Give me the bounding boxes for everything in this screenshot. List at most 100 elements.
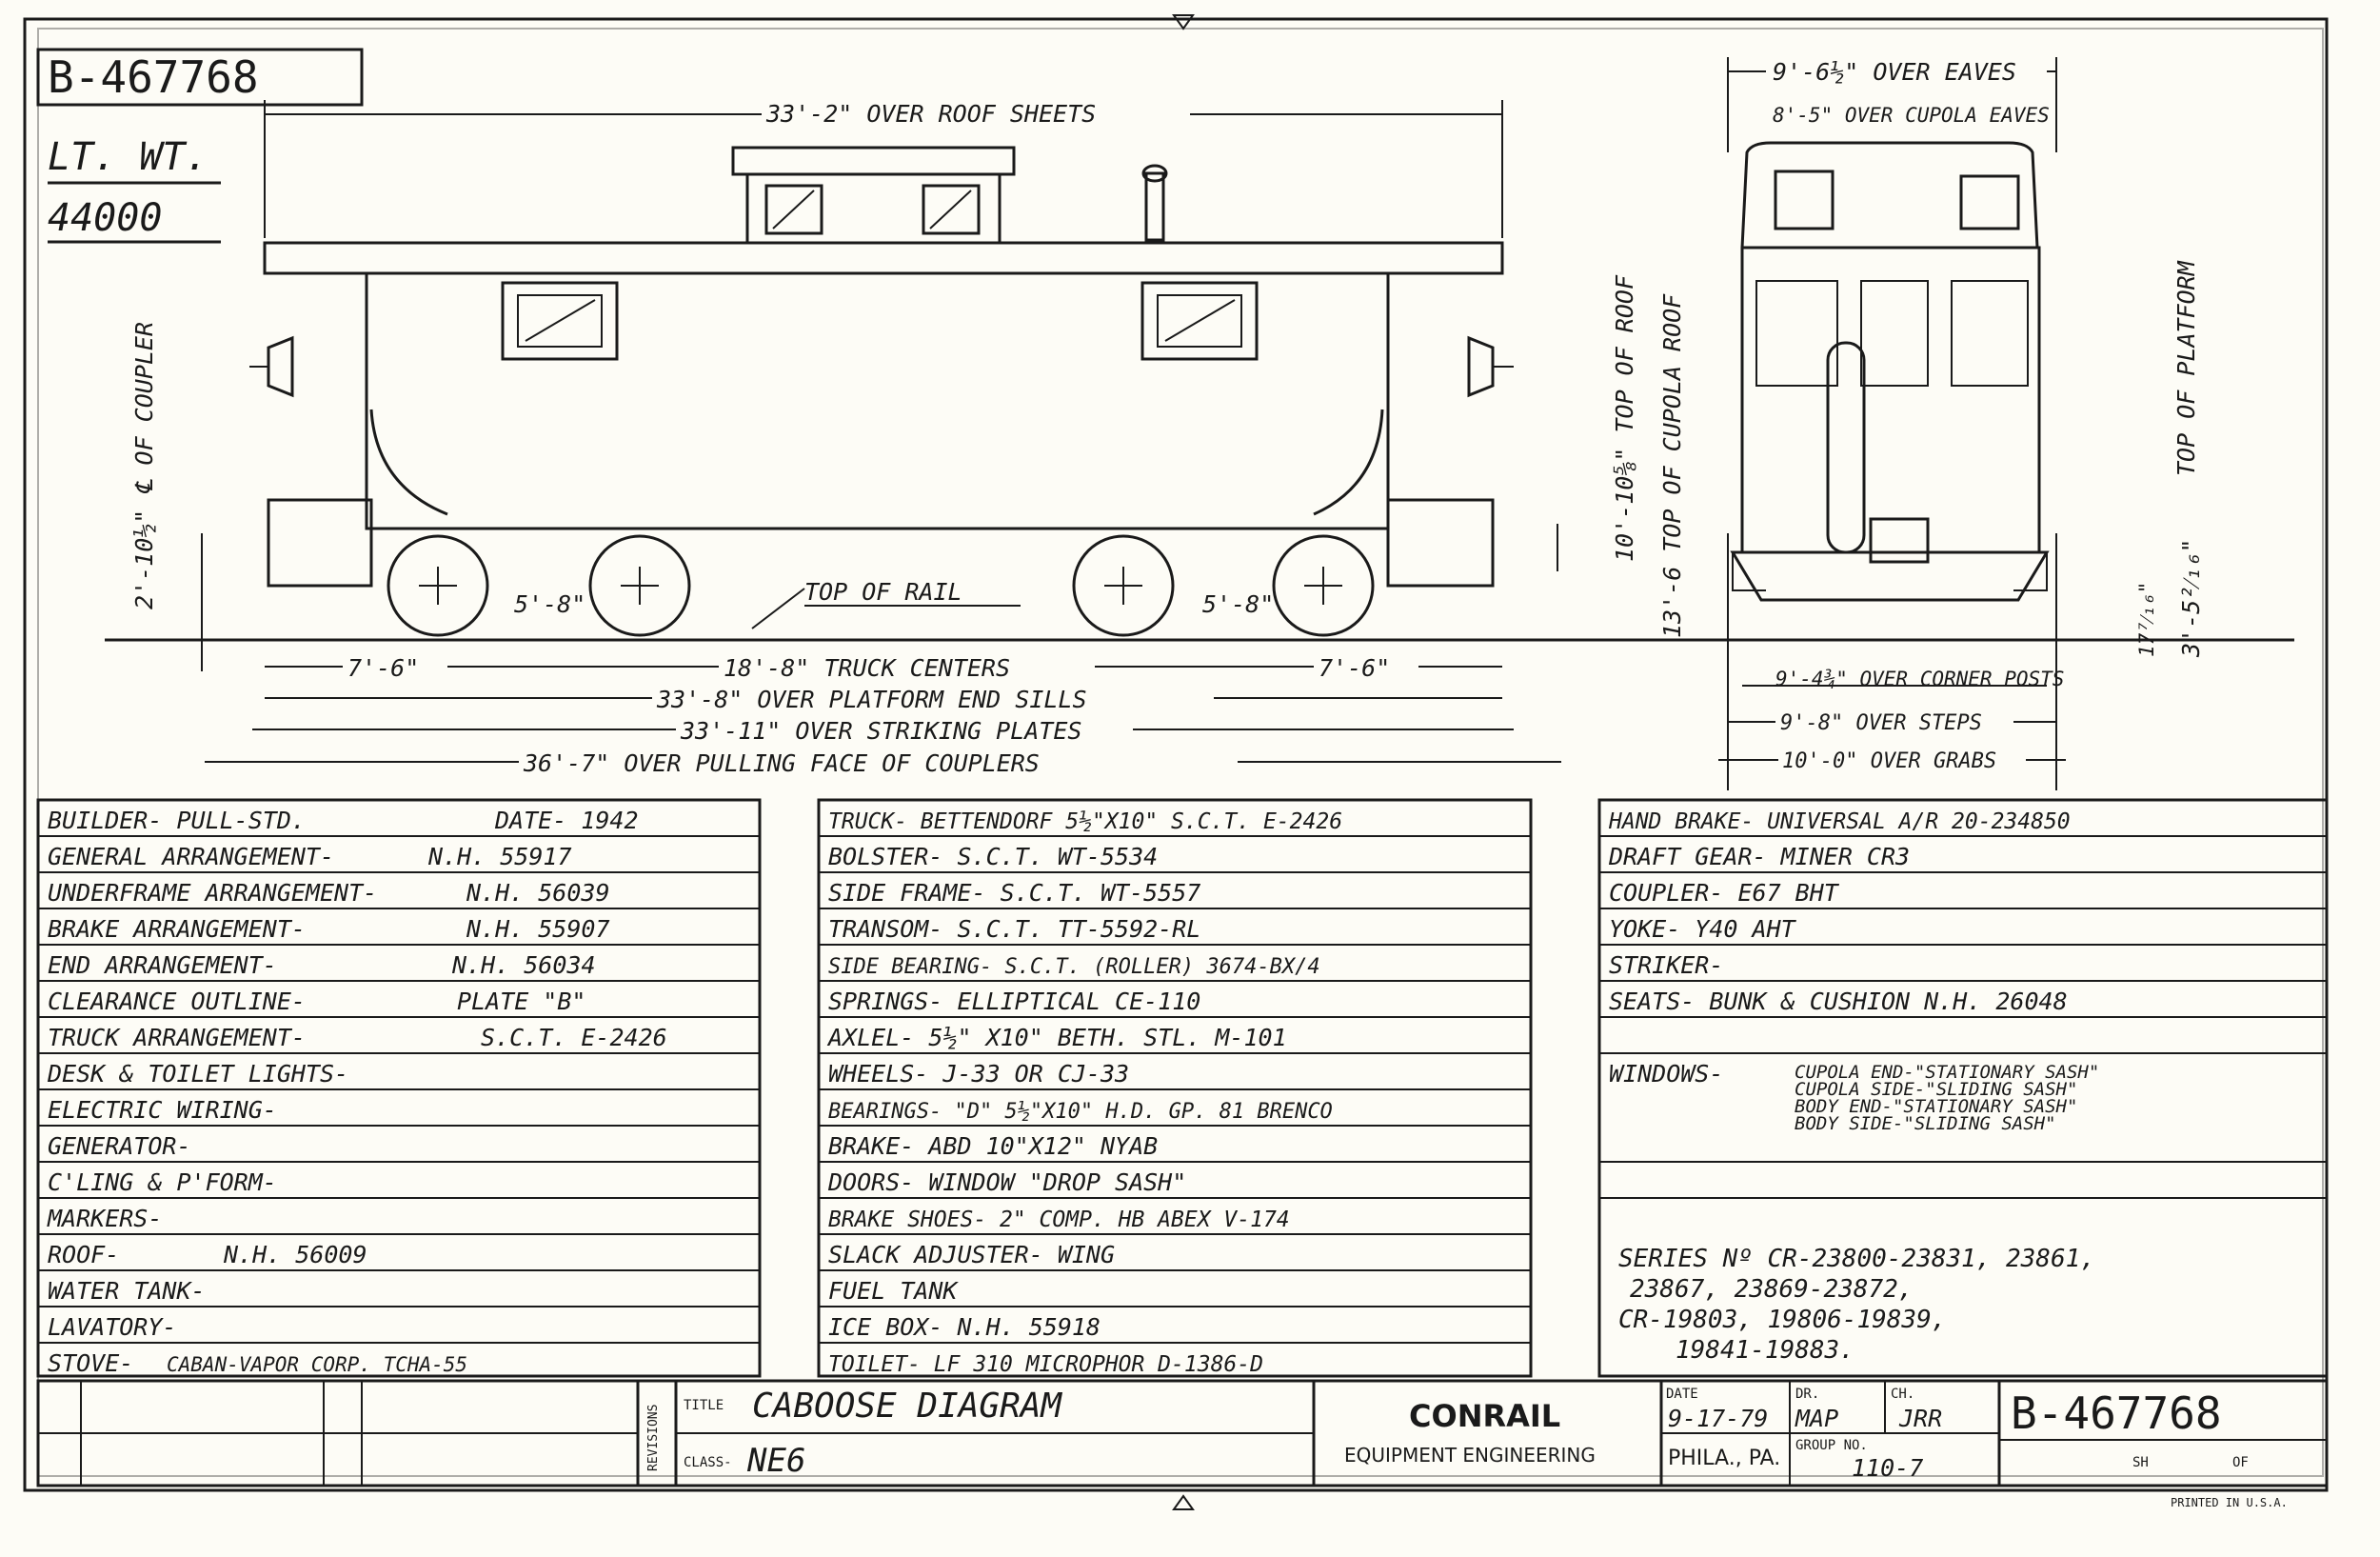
ch-value: JRR — [1898, 1405, 1942, 1432]
spec3-series-line-3: 19841-19883. — [1676, 1336, 1854, 1365]
revisions-label: REVISIONS — [646, 1405, 661, 1471]
cupola-window-left — [764, 184, 823, 235]
wheel-3 — [1072, 534, 1175, 637]
end-cupola-window-left — [1774, 170, 1835, 230]
spec1-value-4: N.H. 56034 — [451, 951, 596, 979]
spec-table-2-rules — [819, 835, 1531, 1344]
spec1-label-9: GENERATOR- — [48, 1132, 191, 1160]
dim-over-roof-sheets: 33'-2" OVER ROOF SHEETS — [765, 100, 1096, 128]
ch-label: CH. — [1891, 1387, 1914, 1402]
dr-value: MAP — [1795, 1405, 1838, 1432]
label-top-of-rail: TOP OF RAIL — [804, 578, 962, 606]
lt-wt-value: 44000 — [48, 196, 162, 240]
dim-over-grabs: 10'-0" OVER GRABS — [1782, 749, 1996, 773]
spec3-series-line-1: 23867, 23869-23872, — [1630, 1275, 1913, 1304]
end-roof — [1740, 141, 2039, 250]
end-cupola-window-right — [1959, 174, 2020, 230]
dim-over-eaves: 9'-6½" OVER EAVES — [1773, 58, 2016, 86]
spec1-label-8: ELECTRIC WIRING- — [48, 1096, 277, 1124]
spec3-row-5: SEATS- BUNK & CUSHION N.H. 26048 — [1609, 988, 2068, 1015]
date-label: DATE — [1666, 1387, 1698, 1402]
body-window-right — [1140, 281, 1259, 361]
spec1-value-2: N.H. 56039 — [466, 879, 610, 907]
spec-table-1-text: BUILDER- PULL-STD. DATE- 1942 GENERAL AR… — [47, 807, 667, 1377]
title-label: TITLE — [684, 1398, 724, 1413]
end-body — [1740, 246, 2041, 554]
drawing-number-box — [36, 48, 364, 107]
end-platform — [1730, 550, 2050, 602]
spec2-row-2: SIDE FRAME- S.C.T. WT-5557 — [828, 879, 1200, 907]
coupler-right — [1467, 335, 1495, 398]
spec2-row-10: DOORS- WINDOW "DROP SASH" — [827, 1168, 1186, 1196]
spec1-label-1: GENERAL ARRANGEMENT- — [48, 843, 334, 870]
spec3-row-0: HAND BRAKE- UNIVERSAL A/R 20-234850 — [1608, 809, 2071, 834]
wheel-2 — [588, 534, 691, 637]
spec1-label-6: TRUCK ARRANGEMENT- — [48, 1024, 306, 1051]
spec2-row-5: SPRINGS- ELLIPTICAL CE-110 — [828, 988, 1200, 1015]
drawing-number-top: B-467768 — [48, 51, 259, 103]
spec1-value-12: N.H. 56009 — [223, 1241, 367, 1268]
dim-over-steps: 9'-8" OVER STEPS — [1780, 711, 1982, 735]
spec1-label-13: WATER TANK- — [48, 1277, 206, 1305]
dim-platform-height: 3'-5²⁄₁₆" — [2177, 538, 2205, 658]
sheet-label: SH — [2132, 1455, 2149, 1470]
cupola-roof — [731, 146, 1016, 176]
center-mark-top — [1172, 14, 1195, 30]
spec2-row-0: TRUCK- BETTENDORF 5½"X10" S.C.T. E-2426 — [828, 809, 1342, 834]
printed-in-usa: PRINTED IN U.S.A. — [2171, 1496, 2288, 1509]
dim-over-corner-posts: 9'-4¾" OVER CORNER POSTS — [1775, 668, 2064, 690]
spec1-label-14: LAVATORY- — [48, 1313, 176, 1341]
spec1-label-2: UNDERFRAME ARRANGEMENT- — [48, 879, 377, 907]
dim-top-of-cupola-roof: 13'-6 TOP OF CUPOLA ROOF — [1658, 293, 1686, 638]
spec1-label-5: CLEARANCE OUTLINE- — [48, 988, 306, 1015]
spec2-row-8: BEARINGS- "D" 5½"X10" H.D. GP. 81 BRENCO — [828, 1100, 1333, 1124]
spec2-row-11: BRAKE SHOES- 2" COMP. HB ABEX V-174 — [828, 1208, 1290, 1232]
spec2-row-12: SLACK ADJUSTER- WING — [828, 1241, 1115, 1268]
dim-top-of-roof: 10'-10⅝" TOP OF ROOF — [1611, 274, 1638, 562]
body-window-left — [501, 281, 619, 361]
spec1-label-10: C'LING & P'FORM- — [48, 1168, 277, 1196]
dim-wheel-spacing-right: 5'-8" — [1202, 590, 1274, 618]
dim-truck-centers: 18'-8" TRUCK CENTERS — [724, 654, 1010, 682]
of-label: OF — [2232, 1455, 2249, 1470]
spec3-series-line-0: SERIES Nº CR-23800-23831, 23861, — [1618, 1245, 2095, 1273]
spec2-row-15: TOILET- LF 310 MICROPHOR D-1386-D — [828, 1352, 1263, 1377]
side-view: 33'-2" OVER ROOF SHEETS — [105, 95, 2294, 777]
coupler-left — [267, 335, 294, 398]
spec3-row-1: DRAFT GEAR- MINER CR3 — [1608, 843, 1910, 870]
dim-coupler-height: 2'-10½" ℄ OF COUPLER — [130, 322, 158, 609]
smokejack — [1144, 171, 1165, 242]
dim-over-striking-plates: 33'-11" OVER STRIKING PLATES — [680, 717, 1081, 745]
spec1-label-0: BUILDER- PULL-STD. — [48, 807, 306, 834]
spec-table-2 — [817, 798, 1533, 1378]
cupola-window-right — [922, 184, 981, 235]
dim-over-pulling-face: 36'-7" OVER PULLING FACE OF COUPLERS — [523, 749, 1040, 777]
spec2-row-7: WHEELS- J-33 OR CJ-33 — [828, 1060, 1129, 1088]
group-label: GROUP NO. — [1795, 1438, 1868, 1453]
spec1-label-11: MARKERS- — [47, 1205, 162, 1232]
spec-table-3 — [1597, 798, 2329, 1378]
spec1-value-0: DATE- 1942 — [494, 807, 639, 834]
car-body — [365, 273, 1390, 530]
spec2-row-4: SIDE BEARING- S.C.T. (ROLLER) 3674-BX/4 — [828, 955, 1320, 979]
platform-left — [267, 498, 373, 588]
spec1-label-7: DESK & TOILET LIGHTS- — [47, 1060, 348, 1088]
drawing-title: CABOOSE DIAGRAM — [752, 1387, 1062, 1426]
spec2-row-13: FUEL TANK — [828, 1277, 959, 1305]
spec2-row-1: BOLSTER- S.C.T. WT-5534 — [828, 843, 1158, 870]
wheel-1 — [387, 534, 489, 637]
dr-label: DR. — [1795, 1387, 1819, 1402]
spec3-window-line-2: BODY END-"STATIONARY SASH" — [1795, 1096, 2077, 1117]
car-roof — [263, 241, 1504, 275]
spec3-window-line-0: CUPOLA END-"STATIONARY SASH" — [1795, 1062, 2099, 1083]
dim-overhang-right: 7'-6" — [1319, 654, 1390, 682]
dim-over-cupola-eaves: 8'-5" OVER CUPOLA EAVES — [1773, 104, 2050, 127]
spec1-value-15: CABAN-VAPOR CORP. TCHA-55 — [167, 1353, 467, 1376]
spec-table-3-text: HAND BRAKE- UNIVERSAL A/R 20-234850 DRAF… — [1608, 809, 2099, 1365]
wheel-4 — [1272, 534, 1375, 637]
spec3-series-line-2: CR-19803, 19806-19839, — [1618, 1306, 1946, 1334]
dim-over-platform-end-sills: 33'-8" OVER PLATFORM END SILLS — [656, 686, 1087, 713]
spec1-value-1: N.H. 55917 — [427, 843, 572, 870]
spec1-value-6: S.C.T. E-2426 — [481, 1024, 667, 1051]
